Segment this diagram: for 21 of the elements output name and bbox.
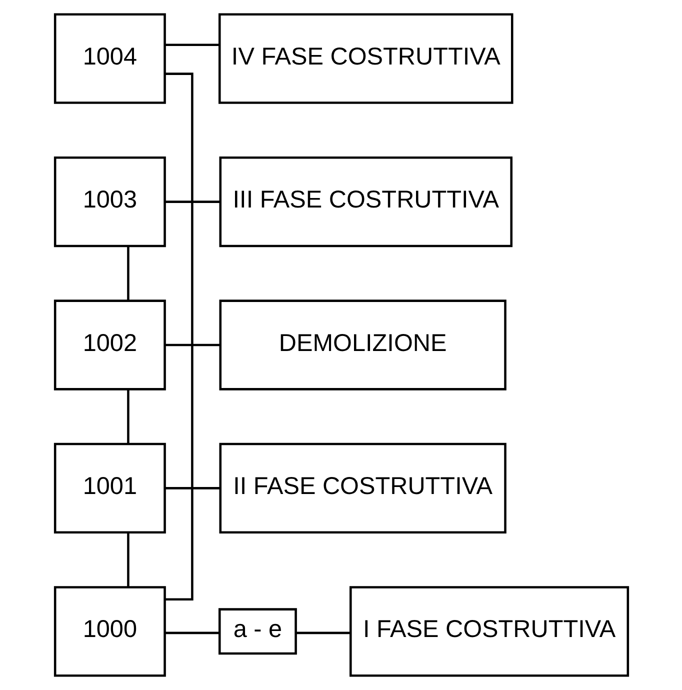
connector xyxy=(126,390,129,444)
connector xyxy=(295,632,350,634)
node-box: a - e xyxy=(218,608,296,655)
node-box: IV FASE COSTRUTTIVA xyxy=(218,13,513,104)
connector xyxy=(164,344,220,346)
node-box: 1001 xyxy=(53,442,166,534)
connector xyxy=(164,632,219,634)
connector xyxy=(164,44,220,46)
connector xyxy=(126,532,129,587)
node-box: 1000 xyxy=(53,586,166,677)
node-box: 1002 xyxy=(53,300,166,390)
node-box: 1003 xyxy=(53,156,166,248)
connector xyxy=(164,72,193,601)
node-box: III FASE COSTRUTTIVA xyxy=(218,156,512,248)
node-box: I FASE COSTRUTTIVA xyxy=(349,586,629,677)
connector xyxy=(164,487,220,490)
node-box: 1004 xyxy=(53,13,166,104)
connector xyxy=(126,246,129,300)
connector xyxy=(164,200,220,203)
node-box: DEMOLIZIONE xyxy=(218,300,506,390)
node-box: II FASE COSTRUTTIVA xyxy=(218,442,506,534)
